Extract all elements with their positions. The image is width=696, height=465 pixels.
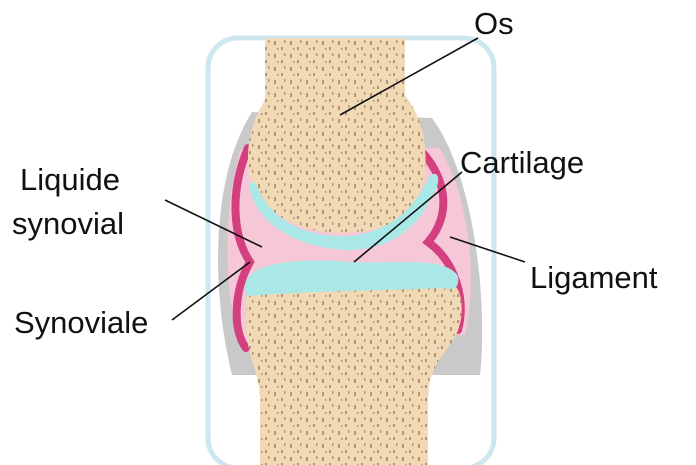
label-liquide-line1: Liquide [20,162,120,198]
label-ligament: Ligament [530,260,658,296]
label-synoviale: Synoviale [14,305,148,341]
label-os: Os [474,6,514,42]
label-liquide-line2: synovial [12,206,124,242]
label-cartilage: Cartilage [460,145,584,181]
